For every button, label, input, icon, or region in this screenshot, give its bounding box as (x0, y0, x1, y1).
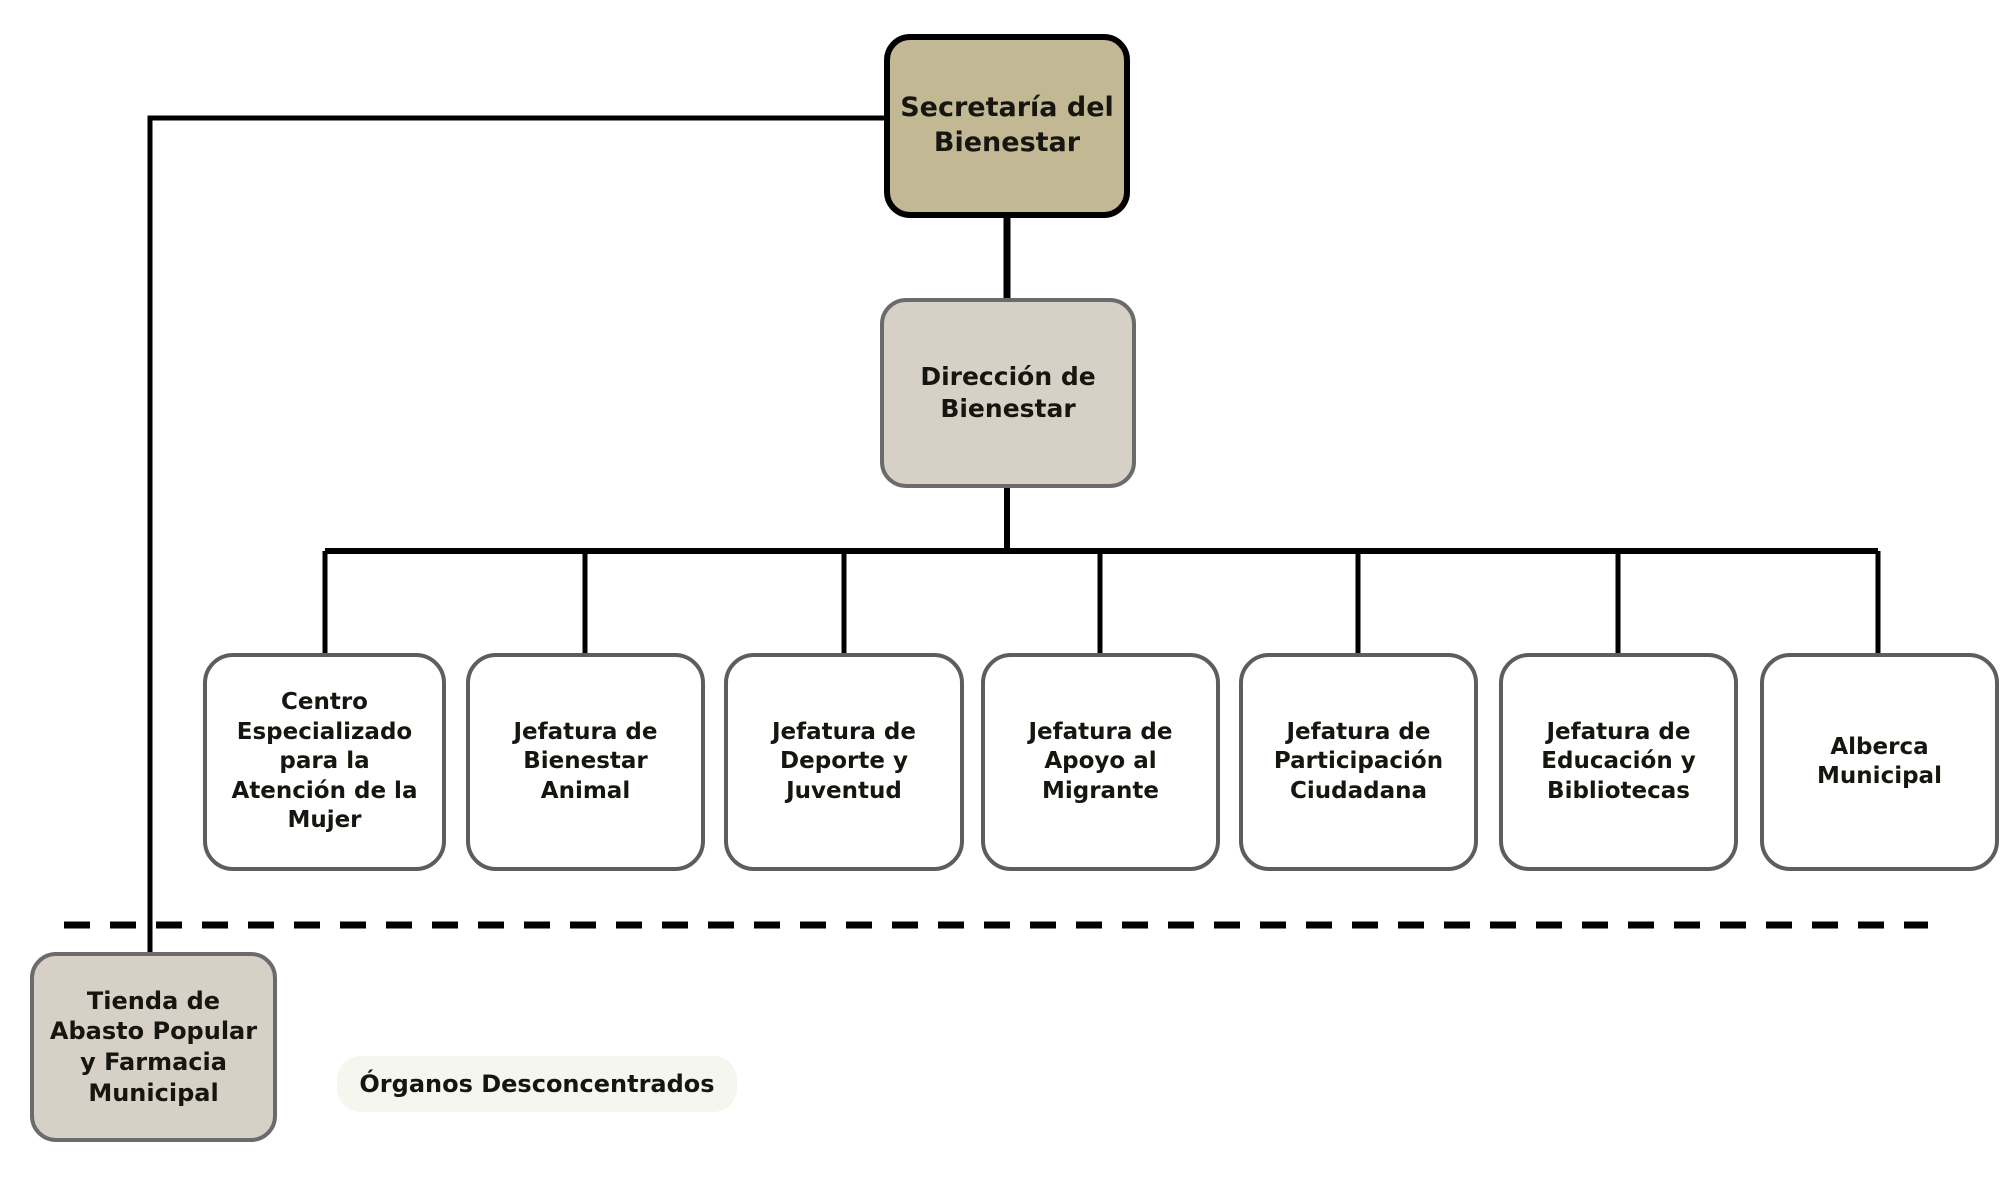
node-apoyo-migrante[interactable]: Jefatura de Apoyo al Migrante (981, 653, 1220, 871)
node-bienestar-animal[interactable]: Jefatura de Bienestar Animal (466, 653, 705, 871)
node-tienda-abasto-popular[interactable]: Tienda de Abasto Popular y Farmacia Muni… (30, 952, 277, 1142)
node-centro-mujer[interactable]: Centro Especializado para la Atención de… (203, 653, 446, 871)
legend-organos-desconcentrados: Órganos Desconcentrados (337, 1056, 737, 1112)
connector-root-to-spine (147, 115, 884, 962)
node-deporte-juventud[interactable]: Jefatura de Deporte y Juventud (724, 653, 964, 871)
node-alberca-municipal[interactable]: Alberca Municipal (1760, 653, 1999, 871)
node-participacion-ciudadana[interactable]: Jefatura de Participación Ciudadana (1239, 653, 1478, 871)
node-secretaria-bienestar[interactable]: Secretaría del Bienestar (884, 34, 1130, 218)
node-educacion-bibliotecas[interactable]: Jefatura de Educación y Bibliotecas (1499, 653, 1738, 871)
node-direccion-bienestar[interactable]: Dirección de Bienestar (880, 298, 1136, 488)
